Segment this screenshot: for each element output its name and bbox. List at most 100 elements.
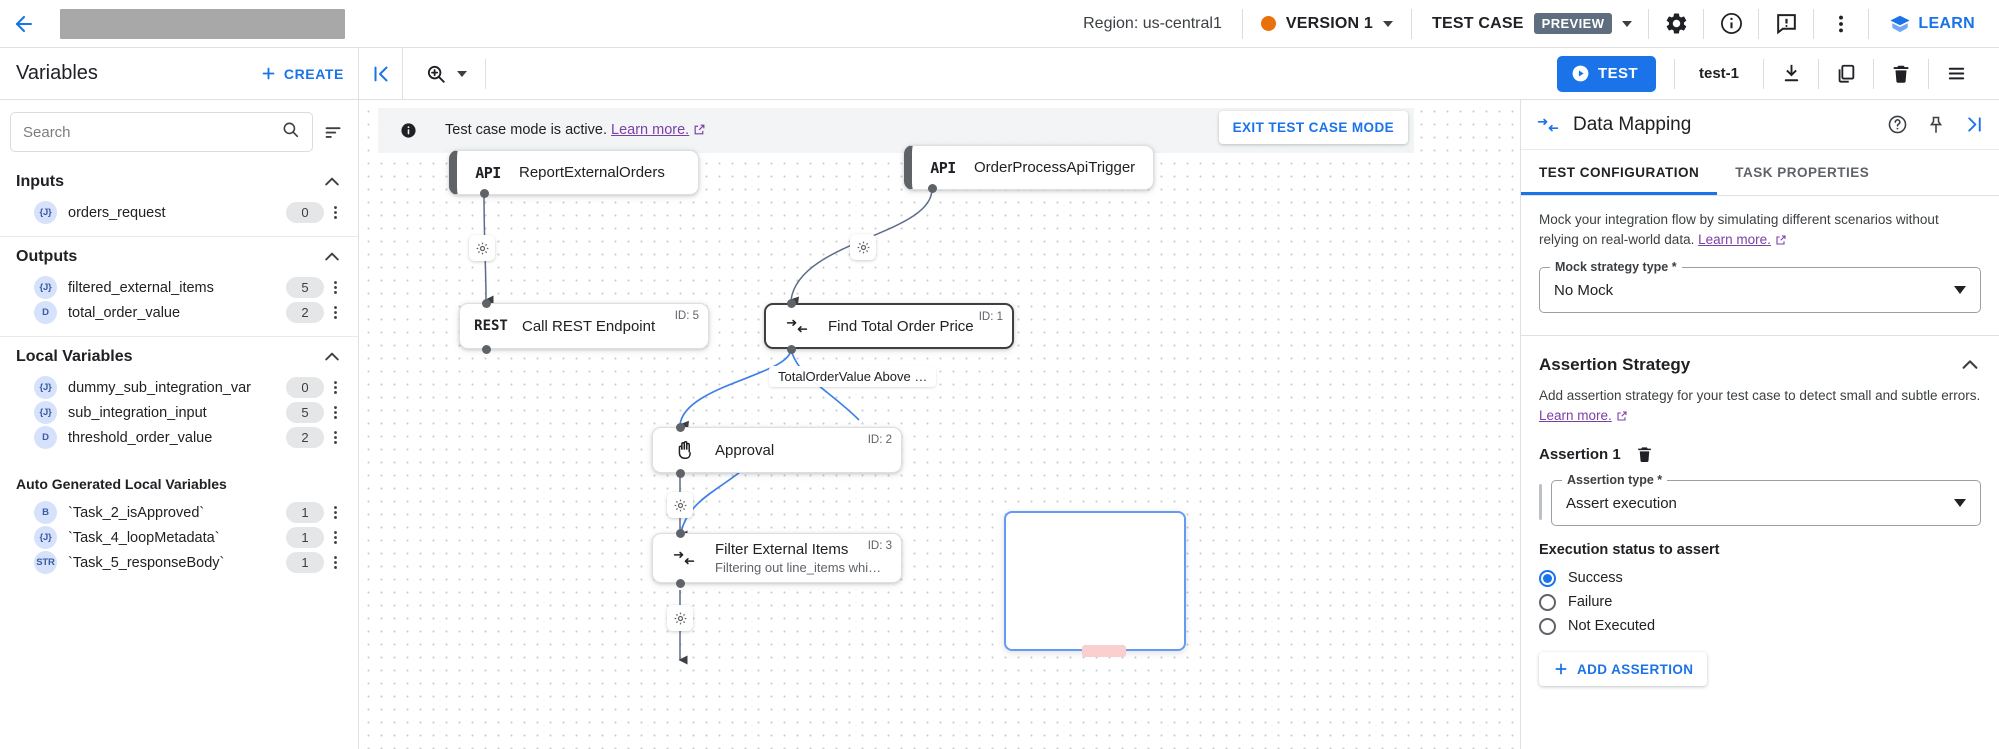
variable-row[interactable]: STR`Task_5_responseBody`1 bbox=[0, 550, 358, 575]
search-field[interactable] bbox=[23, 123, 281, 141]
edge-gear-icon[interactable] bbox=[469, 235, 495, 261]
execution-status-title: Execution status to assert bbox=[1539, 542, 1720, 559]
variable-count-badge: 2 bbox=[286, 302, 324, 323]
flow-node[interactable]: Find Total Order Price ID: 1 bbox=[764, 303, 1014, 349]
variable-group-title: Auto Generated Local Variables bbox=[16, 476, 227, 492]
mock-strategy-select[interactable]: Mock strategy type * No Mock bbox=[1539, 260, 1981, 314]
variable-row[interactable]: B`Task_2_isApproved`1 bbox=[0, 500, 358, 525]
download-icon[interactable] bbox=[1766, 50, 1816, 98]
flow-node[interactable]: API OrderProcessApiTrigger bbox=[904, 145, 1154, 190]
popup-error-bar bbox=[1082, 645, 1126, 657]
flow-node[interactable]: Approval ID: 2 bbox=[652, 427, 902, 473]
collapse-left-icon[interactable] bbox=[359, 47, 403, 100]
panel-tabs: TEST CONFIGURATION TASK PROPERTIES bbox=[1521, 150, 1999, 196]
divider bbox=[1673, 58, 1675, 89]
edge-gear-icon[interactable] bbox=[850, 234, 876, 260]
variable-name: `Task_5_responseBody` bbox=[68, 554, 225, 571]
more-vert-icon[interactable] bbox=[1816, 0, 1866, 48]
tab-test-configuration[interactable]: TEST CONFIGURATION bbox=[1521, 150, 1718, 195]
divider bbox=[1813, 8, 1815, 39]
variable-count-badge: 1 bbox=[286, 502, 324, 523]
mock-learn-more-link[interactable]: Learn more. bbox=[1698, 231, 1771, 247]
variable-row-menu-icon[interactable] bbox=[324, 429, 346, 446]
radio-button[interactable] bbox=[1539, 569, 1556, 587]
assertion-section-header: Assertion Strategy bbox=[1521, 336, 1999, 376]
trash-icon[interactable] bbox=[1876, 50, 1926, 98]
node-port bbox=[676, 469, 685, 478]
mock-strategy-value: No Mock bbox=[1554, 281, 1614, 299]
variable-group-header[interactable]: Outputs bbox=[0, 237, 358, 275]
sort-icon[interactable] bbox=[323, 122, 344, 143]
chevron-up-icon[interactable] bbox=[1959, 354, 1981, 376]
variable-row-menu-icon[interactable] bbox=[324, 554, 346, 571]
edge-gear-icon[interactable] bbox=[667, 605, 693, 631]
copy-icon[interactable] bbox=[1821, 50, 1871, 98]
radio-button[interactable] bbox=[1539, 617, 1556, 635]
test-case-selector[interactable]: TEST CASE PREVIEW bbox=[1414, 13, 1646, 34]
variable-group-header[interactable]: Local Variables bbox=[0, 337, 358, 375]
test-toolbar: TEST test-1 bbox=[1557, 48, 1999, 100]
assertion-type-select[interactable]: Assertion type * Assert execution bbox=[1551, 473, 1981, 527]
delete-assertion-button[interactable] bbox=[1635, 445, 1654, 464]
assertion-learn-more-link[interactable]: Learn more. bbox=[1539, 407, 1612, 423]
variable-row-menu-icon[interactable] bbox=[324, 504, 346, 521]
run-test-button[interactable]: TEST bbox=[1557, 55, 1656, 92]
variable-row-menu-icon[interactable] bbox=[324, 304, 346, 321]
variable-row-menu-icon[interactable] bbox=[324, 529, 346, 546]
node-title: Approval bbox=[715, 441, 775, 459]
chevron-up-icon[interactable] bbox=[322, 247, 342, 267]
variable-row-menu-icon[interactable] bbox=[324, 279, 346, 296]
external-link-icon bbox=[1616, 408, 1628, 428]
learn-button[interactable]: LEARN bbox=[1871, 13, 1985, 35]
zoom-control[interactable] bbox=[403, 58, 486, 89]
test-case-name[interactable]: test-1 bbox=[1698, 65, 1739, 82]
node-config-popup[interactable] bbox=[1004, 511, 1186, 651]
panel-header: Data Mapping bbox=[1521, 100, 1999, 150]
radio-option-failure[interactable]: Failure bbox=[1539, 590, 1981, 614]
add-assertion-button[interactable]: ADD ASSERTION bbox=[1539, 652, 1708, 687]
radio-option-not-executed[interactable]: Not Executed bbox=[1539, 614, 1981, 638]
variable-group-header[interactable]: Inputs bbox=[0, 162, 358, 200]
version-selector[interactable]: VERSION 1 bbox=[1245, 15, 1409, 33]
flow-node[interactable]: Filter External Items Filtering out line… bbox=[652, 533, 902, 583]
chevron-up-icon[interactable] bbox=[322, 347, 342, 367]
banner-learn-more-link[interactable]: Learn more. bbox=[611, 121, 690, 138]
edge-gear-icon[interactable] bbox=[667, 492, 693, 518]
radio-button[interactable] bbox=[1539, 593, 1556, 611]
flow-canvas[interactable]: Test case mode is active. Learn more. EX… bbox=[359, 100, 1520, 749]
create-variable-button[interactable]: CREATE bbox=[260, 65, 358, 82]
tab-task-properties[interactable]: TASK PROPERTIES bbox=[1735, 165, 1870, 180]
node-title: OrderProcessApiTrigger bbox=[974, 159, 1136, 176]
feedback-icon[interactable] bbox=[1761, 0, 1811, 48]
version-status-dot bbox=[1260, 16, 1276, 31]
help-circle-icon[interactable] bbox=[1887, 114, 1908, 135]
variable-row-menu-icon[interactable] bbox=[324, 204, 346, 221]
chevron-up-icon[interactable] bbox=[322, 172, 342, 192]
assertion-item-body: Assertion type * Assert execution bbox=[1539, 473, 1981, 527]
flow-node[interactable]: REST Call REST Endpoint ID: 5 bbox=[459, 303, 709, 349]
back-arrow-icon[interactable] bbox=[0, 0, 48, 48]
variable-row[interactable]: {J}`Task_4_loopMetadata`1 bbox=[0, 525, 358, 550]
flow-node[interactable]: API ReportExternalOrders bbox=[449, 150, 699, 195]
gear-icon[interactable] bbox=[1651, 0, 1701, 48]
radio-option-success[interactable]: Success bbox=[1539, 566, 1981, 590]
divider bbox=[0, 236, 358, 237]
exit-test-case-mode-button[interactable]: EXIT TEST CASE MODE bbox=[1218, 111, 1408, 144]
info-icon[interactable] bbox=[1706, 0, 1756, 48]
variable-name: total_order_value bbox=[68, 304, 181, 321]
edge-condition-label[interactable]: TotalOrderValue Above … bbox=[769, 366, 937, 387]
expand-right-icon[interactable] bbox=[1964, 114, 1985, 135]
search-input[interactable] bbox=[10, 112, 313, 152]
variable-row-menu-icon[interactable] bbox=[324, 379, 346, 396]
learn-icon bbox=[1890, 15, 1911, 32]
list-menu-icon[interactable] bbox=[1931, 50, 1981, 98]
pin-icon[interactable] bbox=[1926, 115, 1946, 135]
node-id-label: ID: 1 bbox=[978, 311, 1003, 323]
variable-row-menu-icon[interactable] bbox=[324, 404, 346, 421]
